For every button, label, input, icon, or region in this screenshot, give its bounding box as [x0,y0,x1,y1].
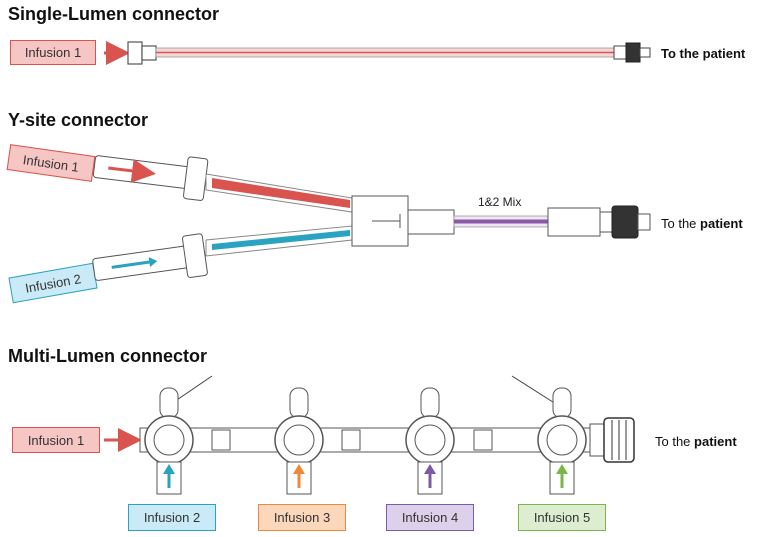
multi-port-label-4: Infusion 4 [386,504,474,531]
multi-port-label-2: Infusion 2 [128,504,216,531]
single-patient-connector [625,42,641,63]
multi-port-4 [405,387,455,495]
multi-port-3 [274,387,324,495]
ysite-patient-connector [611,205,639,239]
multi-patient-prefix: To the [655,434,695,449]
ysite-tube-2 [212,230,350,250]
multi-infusion-1-label: Infusion 1 [12,427,100,453]
ysite-tube-1 [212,178,350,208]
multi-port-2 [144,387,194,495]
multi-patient-label: To the patient [655,434,737,449]
ysite-arrow-1-icon [108,159,156,183]
multi-port-label-3: Infusion 3 [258,504,346,531]
ysite-title: Y-site connector [8,110,149,130]
multi-port-5 [537,387,587,495]
multi-lumen-connector [104,375,635,495]
single-lumen-title: Single-Lumen connector [8,4,220,24]
single-inlet-connector [127,41,143,65]
ysite-arrow-2-icon [111,260,154,269]
multi-port-label-5: Infusion 5 [518,504,606,531]
multi-manifold-body [139,427,603,453]
ysite-patient-bold: patient [700,216,743,231]
single-infusion-1-label: Infusion 1 [10,40,96,65]
multi-lumen-title: Multi-Lumen connector [8,346,207,366]
ysite-patient-label: To the patient [661,216,743,231]
single-lumen-connector [104,41,651,65]
ysite-patient-prefix: To the [661,216,701,231]
ysite-mix-label: 1&2 Mix [478,195,522,209]
multi-patient-bold: patient [694,434,737,449]
single-patient-label: To the patient [661,46,746,61]
ysite-connector [92,155,651,281]
